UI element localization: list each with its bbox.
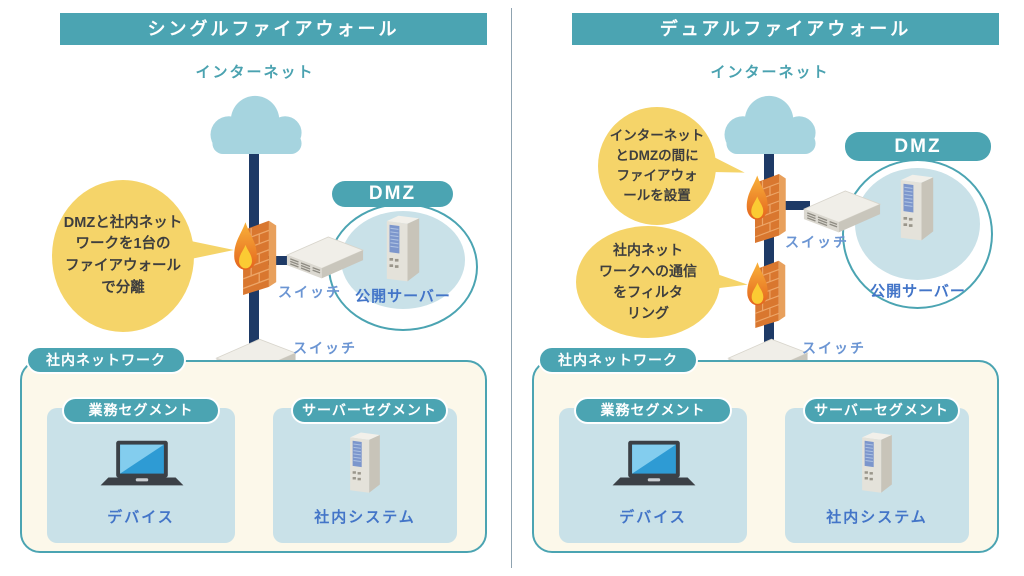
panel-title-single-firewall: シングルファイアウォール — [60, 13, 487, 45]
outer-firewall-icon — [743, 165, 791, 243]
upper-switch-icon — [283, 232, 367, 280]
outer-firewall-callout: インターネット とDMZの間に ファイアウォ ールを設置 — [598, 107, 716, 225]
business-segment-label: 業務セグメント — [574, 397, 732, 424]
business-segment-label: 業務セグメント — [62, 397, 220, 424]
inner-firewall-callout: 社内ネット ワークへの通信 をフィルタ リング — [576, 226, 720, 338]
internal-network-label: 社内ネットワーク — [538, 346, 698, 374]
internet-cloud-icon — [712, 93, 830, 155]
server-segment-label: サーバーセグメント — [291, 397, 448, 424]
firewall-icon — [231, 211, 281, 295]
internet-label: インターネット — [710, 64, 830, 81]
trunk-line — [764, 148, 774, 348]
device-label: デバイス — [107, 509, 175, 526]
internet-cloud-icon — [198, 93, 316, 155]
upper-switch-icon — [800, 186, 884, 234]
upper-switch-label: スイッチ — [785, 234, 849, 250]
public-server-icon — [381, 213, 425, 285]
internal-system-label: 社内システム — [314, 509, 416, 526]
internal-system-label: 社内システム — [826, 509, 928, 526]
internal-network-label: 社内ネットワーク — [26, 346, 186, 374]
internal-system-server-icon — [345, 430, 385, 496]
dmz-label: DMZ — [332, 181, 453, 207]
device-laptop-icon — [99, 437, 185, 493]
inner-firewall-icon — [743, 252, 791, 328]
public-server-label: 公開サーバー — [355, 288, 451, 305]
single-firewall-panel: シングルファイアウォール インターネット DMZ 公開サーバー スイッチ スイッ… — [20, 13, 487, 553]
device-label: デバイス — [619, 509, 687, 526]
device-laptop-icon — [611, 437, 697, 493]
lower-switch-label: スイッチ — [802, 340, 866, 356]
single-firewall-callout: DMZと社内ネット ワークを1台の ファイアウォール で分離 — [52, 180, 194, 332]
dual-firewall-panel: デュアルファイアウォール インターネット DMZ 公開サーバー スイッチ スイッ… — [512, 0, 1024, 576]
upper-switch-label: スイッチ — [278, 284, 342, 300]
firewall-to-switch-link — [256, 256, 311, 265]
firewall-to-switch-link — [770, 201, 810, 210]
panel-title-dual-firewall: デュアルファイアウォール — [572, 13, 999, 45]
dmz-label: DMZ — [845, 132, 991, 161]
lower-switch-label: スイッチ — [293, 340, 357, 356]
public-server-icon — [895, 172, 939, 244]
callout-tail — [186, 240, 234, 260]
panel-divider — [511, 8, 512, 568]
server-segment-label: サーバーセグメント — [803, 397, 960, 424]
internal-system-server-icon — [857, 430, 897, 496]
internet-label: インターネット — [195, 64, 315, 81]
public-server-label: 公開サーバー — [870, 283, 966, 300]
